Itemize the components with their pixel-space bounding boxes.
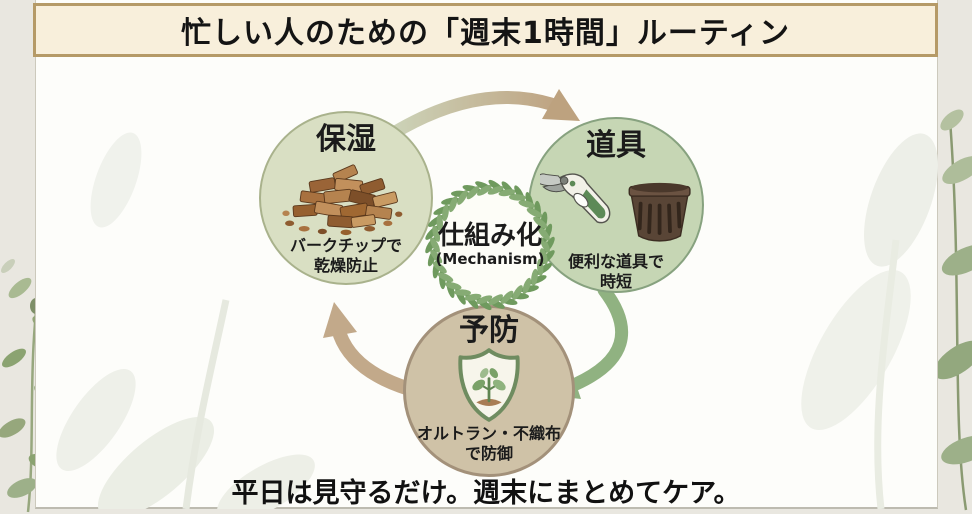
node-dougu-caption: 便利な道具で 時短 (568, 252, 664, 292)
node-dougu: 道具 (528, 117, 704, 293)
node-yobou: 予防 オルトラン・不織布 で防御 (403, 305, 575, 477)
caption-line: オルトラン・不織布 (416, 424, 561, 443)
caption-line: 時短 (599, 272, 632, 291)
node-hoshitsu-caption: バークチップで 乾燥防止 (290, 236, 402, 276)
page-title: 忙しい人のための「週末1時間」ルーティン (180, 16, 791, 51)
node-yobou-caption: オルトラン・不織布 で防御 (417, 424, 561, 464)
title-banner: 忙しい人のための「週末1時間」ルーティン (33, 3, 938, 57)
shield-sprout-icon (454, 347, 524, 423)
node-hoshitsu: 保湿 (259, 111, 433, 285)
caption-line: 便利な道具で (567, 252, 664, 271)
caption-line: バークチップで (289, 236, 402, 255)
pot-icon (628, 182, 691, 242)
pruning-shears-pot-icon (540, 162, 692, 252)
footer-note: 平日は見守るだけ。週末にまとめてケア。 (231, 478, 741, 509)
caption-line: 乾燥防止 (313, 256, 378, 275)
bark-chips-icon (280, 156, 412, 236)
center-sublabel: (Mechanism) (435, 250, 545, 269)
node-hoshitsu-label: 保湿 (316, 122, 376, 157)
center-text: 仕組み化 (Mechanism) (423, 178, 557, 312)
node-dougu-label: 道具 (586, 128, 646, 163)
node-yobou-label: 予防 (459, 313, 519, 348)
center-label: 仕組み化 (437, 220, 542, 251)
laurel-wreath-icon (425, 179, 555, 311)
pruning-shears-icon (540, 173, 611, 224)
caption-line: で防御 (464, 444, 513, 463)
node-center-mechanism: 仕組み化 (Mechanism) (423, 178, 557, 312)
